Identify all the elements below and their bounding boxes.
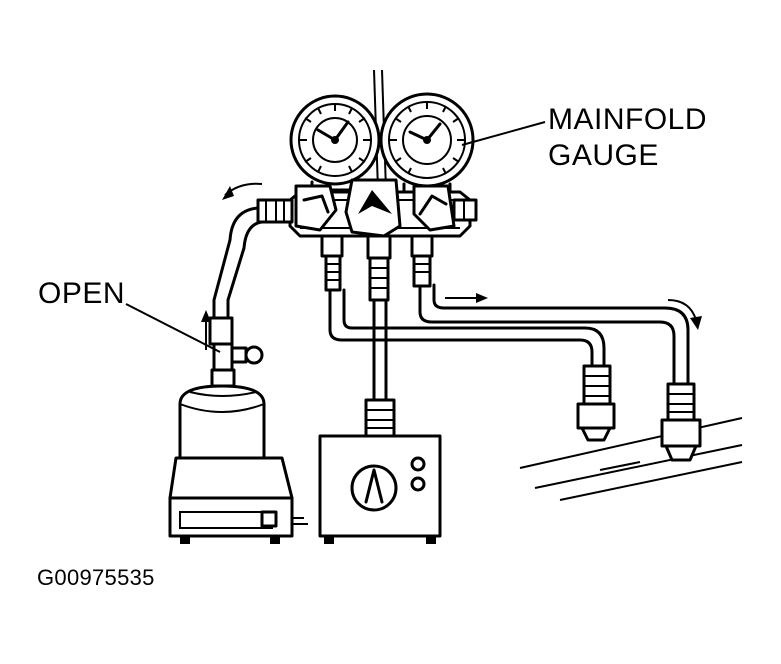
center-hose — [372, 298, 388, 402]
high-pressure-gauge — [379, 92, 475, 194]
mainfold-gauge-label: MAINFOLD GAUGE — [548, 102, 707, 174]
flow-arrows — [201, 182, 702, 525]
manifold-ports — [320, 234, 434, 302]
leader-lines — [125, 121, 546, 353]
tank-valve — [208, 316, 264, 388]
low-side-coupler — [576, 364, 616, 442]
high-side-coupler — [660, 382, 702, 462]
vacuum-pump — [318, 398, 442, 544]
vehicle-surface — [519, 417, 743, 501]
high-side-hose — [418, 283, 690, 387]
mainfold-label-line1: MAINFOLD — [548, 103, 708, 136]
open-label: OPEN — [38, 277, 126, 310]
low-pressure-gauge — [289, 94, 381, 192]
figure-id-label: G00975535 — [37, 565, 155, 590]
mainfold-label-line2: GAUGE — [548, 139, 659, 172]
tank-hose — [212, 206, 264, 320]
low-side-hose — [328, 288, 606, 370]
weight-scale — [168, 456, 294, 544]
manifold-body — [256, 178, 478, 238]
